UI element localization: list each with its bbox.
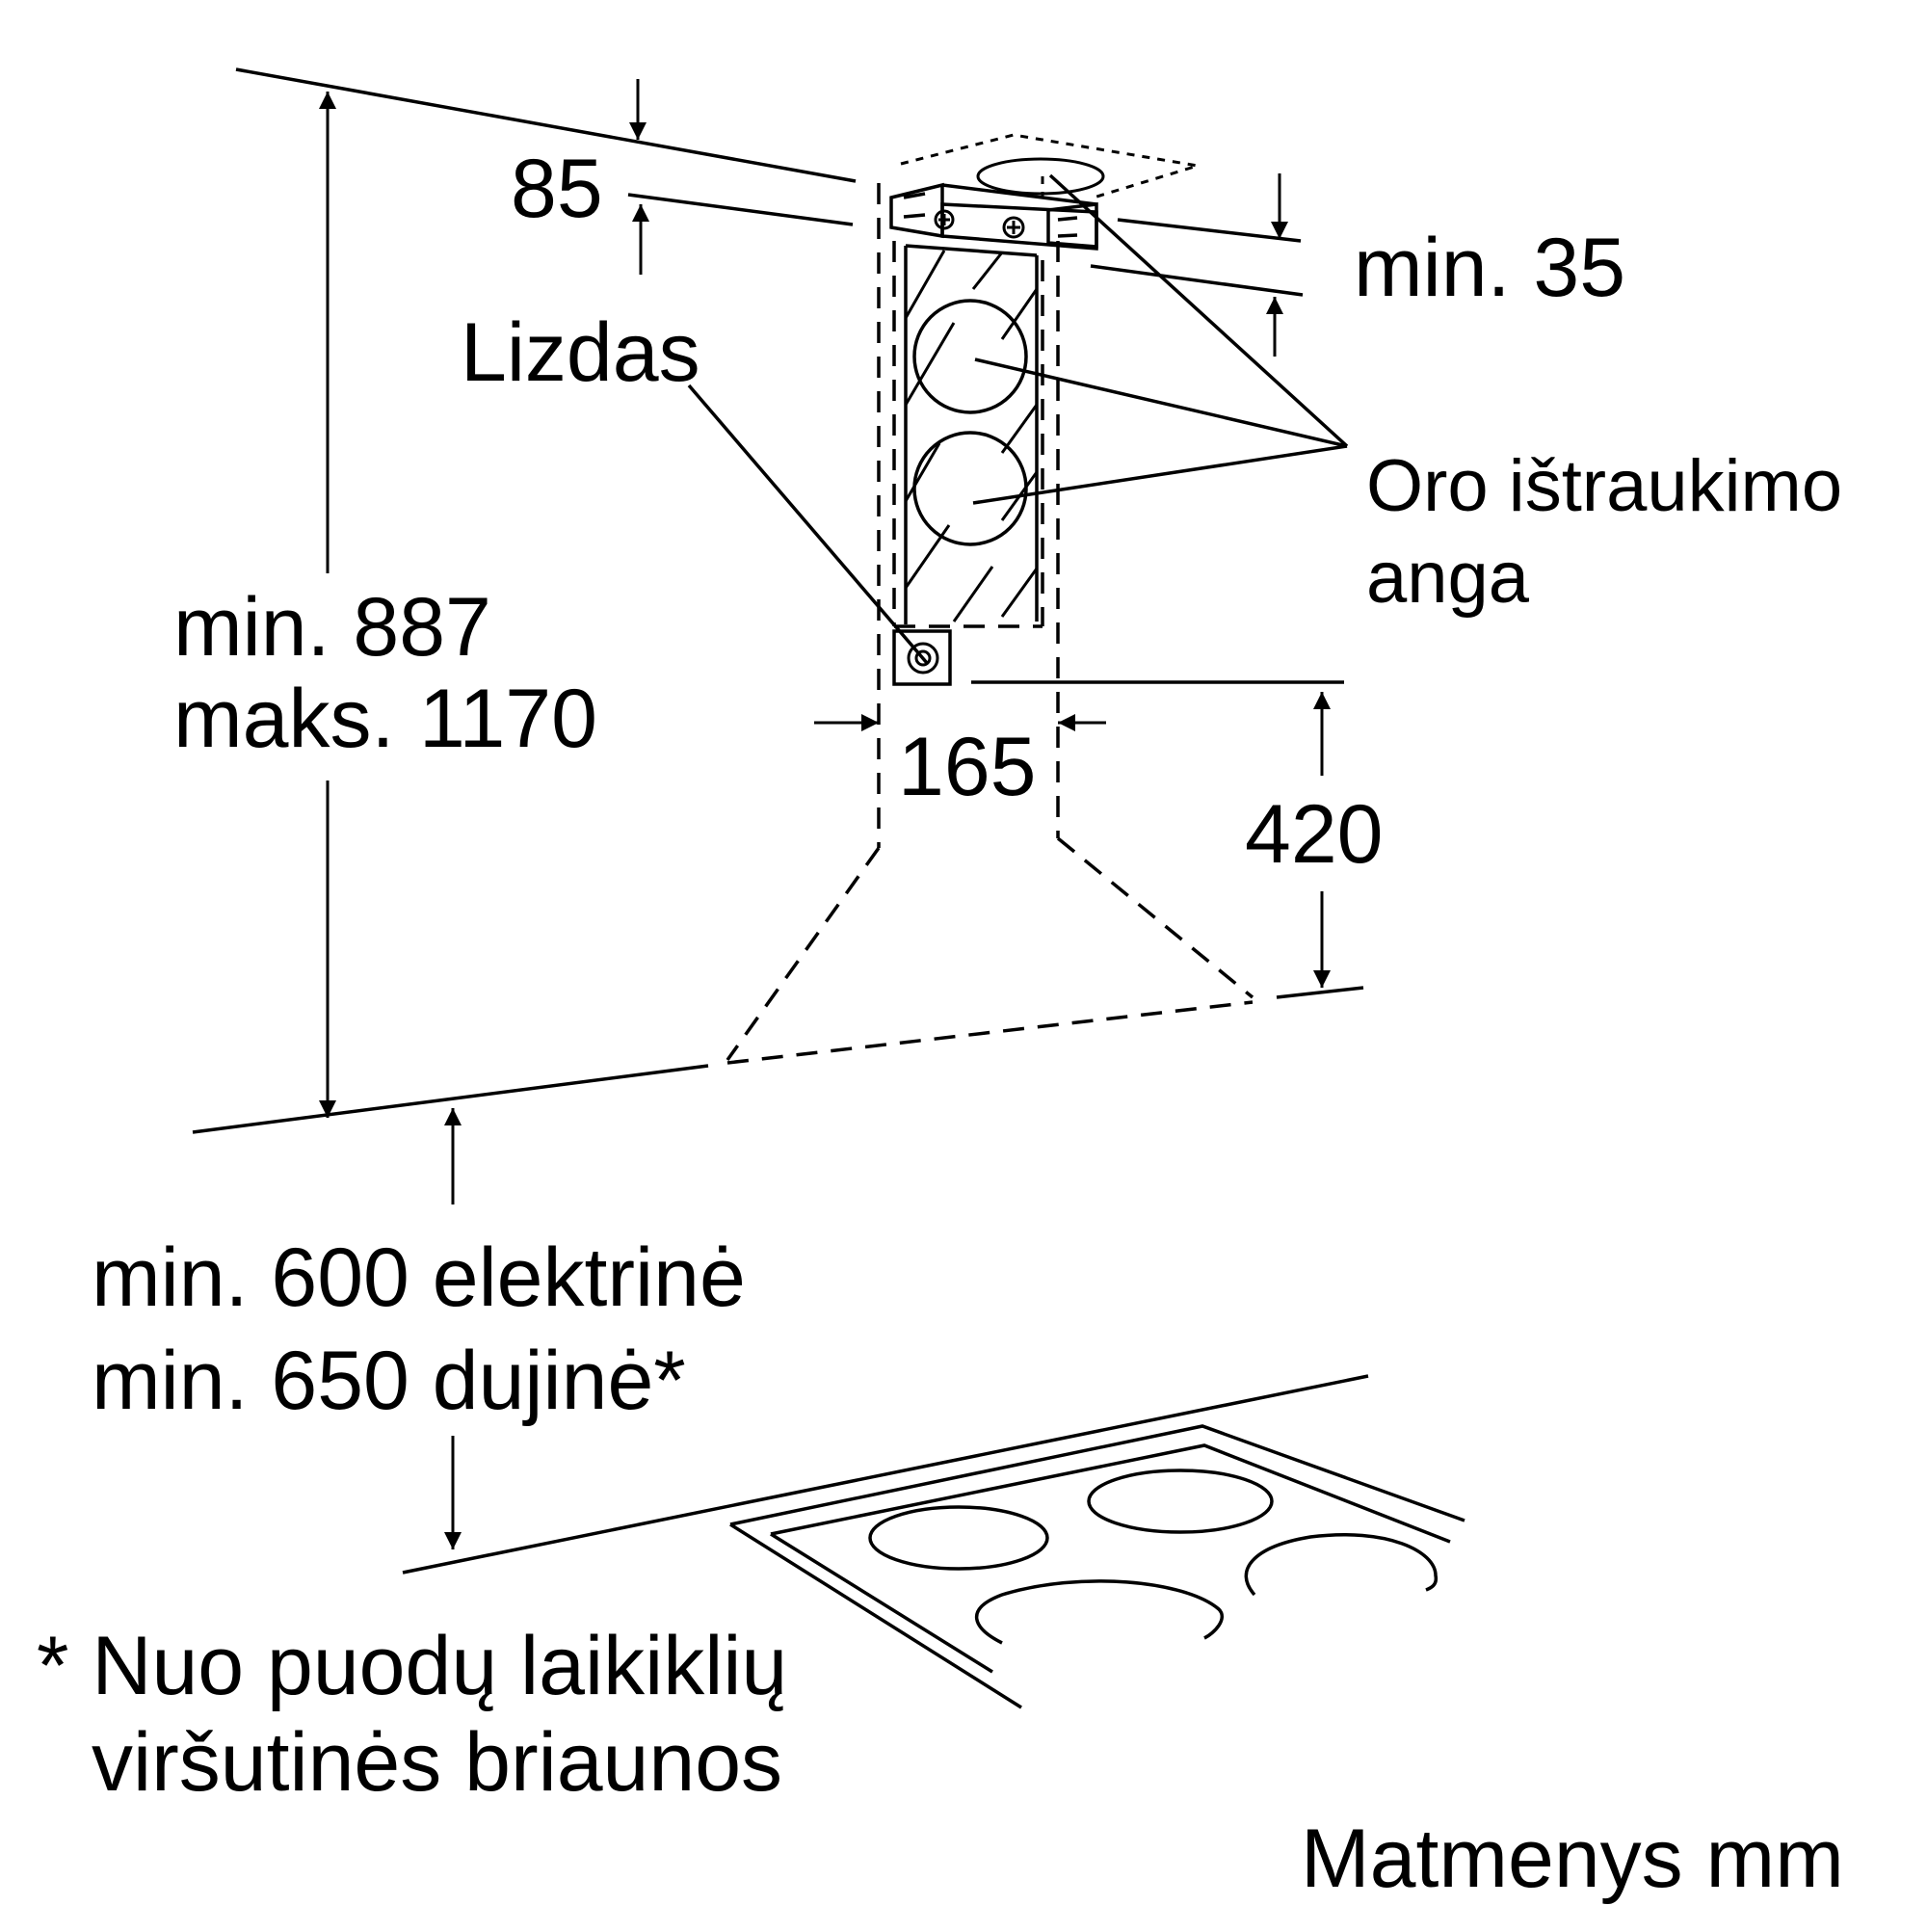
hood-bottom-line <box>192 986 1364 1134</box>
clearance-gas-label: min. 650 dujinė* <box>92 1335 686 1427</box>
dimension-420: 420 <box>971 680 1384 988</box>
mounting-bracket <box>889 133 1199 251</box>
height-max-value: 1170 <box>419 673 597 765</box>
air-outlet-label-line2: anga <box>1366 537 1530 619</box>
burner-right <box>1244 1532 1439 1597</box>
dim-min35-label: min. 35 <box>1354 222 1625 314</box>
dimension-height: min. 887 maks. 1170 <box>173 92 597 1118</box>
ceiling-line <box>235 67 857 183</box>
hood-canopy-outline <box>726 836 1254 1065</box>
air-outlet-label-line1: Oro ištraukimo <box>1366 445 1842 527</box>
height-max-word: maks. <box>173 673 394 765</box>
air-outlet-lower <box>912 431 1028 546</box>
dimension-85: 85 <box>511 79 854 275</box>
footnote-line2: viršutinės briaunos <box>92 1716 782 1809</box>
dim-165-label: 165 <box>898 721 1037 813</box>
socket-icon <box>892 629 952 686</box>
socket-callout: Lizdas <box>461 306 929 665</box>
socket-label: Lizdas <box>461 306 700 399</box>
units-note: Matmenys mm <box>1301 1813 1844 1905</box>
chimney-duct-outline <box>877 183 1060 848</box>
dim-85-label: 85 <box>511 143 603 235</box>
footnote: * Nuo puodų laikiklių viršutinės briauno… <box>37 1620 787 1809</box>
burner-back <box>1087 1469 1274 1534</box>
hatched-recess <box>904 244 1039 624</box>
burner-front-right <box>975 1579 1225 1645</box>
footnote-line1: * Nuo puodų laikiklių <box>37 1620 787 1712</box>
height-min-label: min. 887 <box>173 581 491 674</box>
burner-front-left <box>868 1505 1049 1571</box>
air-outlet-upper <box>912 299 1028 414</box>
dim-420-label: 420 <box>1245 788 1384 881</box>
dimension-165: 165 <box>814 714 1106 813</box>
dimension-clearance: min. 600 elektrinė min. 650 dujinė* <box>92 1108 746 1549</box>
cooktop <box>402 1374 1465 1709</box>
air-outlet-callout: Oro ištraukimo anga <box>972 173 1842 619</box>
clearance-electric-label: min. 600 elektrinė <box>92 1231 746 1324</box>
dimension-min35: min. 35 <box>1090 173 1625 357</box>
units-label: Matmenys mm <box>1301 1813 1844 1905</box>
